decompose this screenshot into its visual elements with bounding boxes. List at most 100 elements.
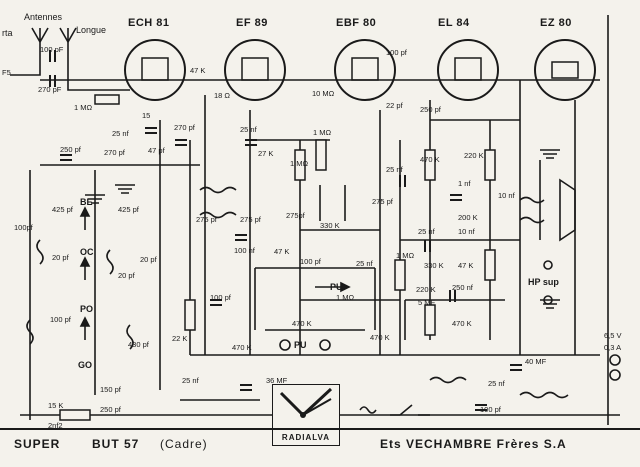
component-value: 270 pf xyxy=(104,148,126,157)
component-value: 47 K xyxy=(190,66,205,75)
radialva-emblem-icon xyxy=(279,387,333,418)
tube-ech81-icon xyxy=(124,39,186,101)
component-value: 22 pf xyxy=(386,101,404,110)
band-label-po: PO xyxy=(80,304,93,314)
jacks xyxy=(279,260,621,381)
component-value: 25 nf xyxy=(386,165,404,174)
component-value: 25 nf xyxy=(182,376,200,385)
component-value: 18 Ω xyxy=(214,91,230,100)
tube-label: EZ 80 xyxy=(540,17,572,29)
pu-jack-right-icon[interactable] xyxy=(319,339,331,351)
component-value: 100 pf xyxy=(480,405,502,414)
ac-symbol-icon xyxy=(359,406,377,414)
component-value: 220 K xyxy=(416,285,436,294)
tube-label: EL 84 xyxy=(438,17,470,29)
component-value: 270 pF xyxy=(38,85,62,94)
component-value: 470 K xyxy=(292,319,312,328)
component-value: 47 K xyxy=(274,247,289,256)
brand-name: RADIALVA xyxy=(281,433,331,442)
component-value: 25 nf xyxy=(488,379,506,388)
component-value: 100 pf xyxy=(386,48,408,57)
band-label-oc: OC xyxy=(80,247,94,257)
component-value: 100 pf xyxy=(300,257,322,266)
component-value: F5 xyxy=(2,68,11,77)
antennas-label: Antennes xyxy=(24,12,63,22)
component-value: 15 K xyxy=(48,401,63,410)
component-value: 100 pF xyxy=(40,45,64,54)
tube-envelopes xyxy=(124,39,596,101)
component-value: 470 K xyxy=(232,343,252,352)
frame-antenna-note: (Cadre) xyxy=(160,437,208,451)
component-value: 20 pf xyxy=(52,253,70,262)
component-value: 22 K xyxy=(172,334,187,343)
component-value: 10 nf xyxy=(458,227,476,236)
component-value: 25 nf xyxy=(418,227,436,236)
hp-jack-top-icon[interactable] xyxy=(543,260,553,270)
pu-jack-left-icon[interactable] xyxy=(279,339,291,351)
component-value: 6,5 V xyxy=(604,331,622,340)
component-value: 47 K xyxy=(458,261,473,270)
antenna-left-label: rta xyxy=(2,28,13,38)
component-value: 470 K xyxy=(452,319,472,328)
component-value: 250 pf xyxy=(100,405,122,414)
pilot-lamp-2-icon xyxy=(609,369,621,381)
tube-label: ECH 81 xyxy=(128,17,170,29)
component-value: 25 nf xyxy=(112,129,130,138)
component-value: 275pf xyxy=(286,211,306,220)
component-value: 20 pf xyxy=(140,255,158,264)
component-value: 25 nf xyxy=(240,125,258,134)
antenna-long-label: Longue xyxy=(76,25,106,35)
ground-symbols xyxy=(85,149,560,309)
radialva-logo: RADIALVA xyxy=(272,384,340,446)
antenna-symbols xyxy=(31,27,77,43)
component-value: 425 pf xyxy=(52,205,74,214)
component-value: 10 MΩ xyxy=(312,89,335,98)
tube-label: EF 89 xyxy=(236,17,268,29)
tube-electrodes xyxy=(141,57,579,81)
component-value: 270 pf xyxy=(174,123,196,132)
component-value: 100 pf xyxy=(50,315,72,324)
component-value: 330 K xyxy=(320,221,340,230)
component-value: 250 pf xyxy=(60,145,82,154)
antenna-long-icon xyxy=(59,27,77,43)
tube-ebf80-icon xyxy=(334,39,396,101)
pu-label: PU xyxy=(330,282,343,292)
component-value: 100 pf xyxy=(210,293,232,302)
chassis-name: BUT 57 xyxy=(92,437,140,451)
component-value: 200 K xyxy=(458,213,478,222)
component-value: 20 pf xyxy=(118,271,136,280)
tube-ez80-icon xyxy=(534,39,596,101)
component-values: 100 pF 270 pF 1 MΩ F5 47 K 25 nf 15 270 … xyxy=(2,45,622,430)
component-value: 470 K xyxy=(420,155,440,164)
model-name: SUPER xyxy=(14,437,61,451)
component-value: 100 nf xyxy=(234,246,256,255)
tube-ef89-icon xyxy=(224,39,286,101)
component-value: 10 nf xyxy=(498,191,516,200)
band-label-be: BE xyxy=(80,197,93,207)
component-value: 150 pf xyxy=(100,385,122,394)
component-value: 330 K xyxy=(424,261,444,270)
component-value: 1 MΩ xyxy=(336,293,355,302)
component-value: 1 nf xyxy=(458,179,471,188)
tube-labels: ECH 81 EF 89 EBF 80 EL 84 EZ 80 xyxy=(128,17,572,29)
hp-jack-bottom-icon[interactable] xyxy=(543,295,553,305)
title-block: SUPER BUT 57 (Cadre) Ets VECHAMBRE Frère… xyxy=(0,428,640,467)
component-value: 25 nf xyxy=(356,259,374,268)
component-value: 470 K xyxy=(370,333,390,342)
component-value: 275 pf xyxy=(240,215,262,224)
tube-label: EBF 80 xyxy=(336,17,376,29)
component-value: 275 pf xyxy=(372,197,394,206)
pu-jack-label: PU xyxy=(294,340,307,350)
manufacturer-name: Ets VECHAMBRE Frères S.A xyxy=(380,437,567,451)
component-value: 0,3 A xyxy=(604,343,621,352)
pilot-lamp-icon xyxy=(609,354,621,366)
component-value: 430 pf xyxy=(128,340,150,349)
coils xyxy=(26,184,569,399)
component-value: 1 MΩ xyxy=(290,159,309,168)
component-value: 1 MΩ xyxy=(74,103,93,112)
tube-el84-icon xyxy=(437,39,499,101)
band-label-go: GO xyxy=(78,360,92,370)
component-value: 250 nf xyxy=(452,283,474,292)
component-value: 40 MF xyxy=(525,357,547,366)
